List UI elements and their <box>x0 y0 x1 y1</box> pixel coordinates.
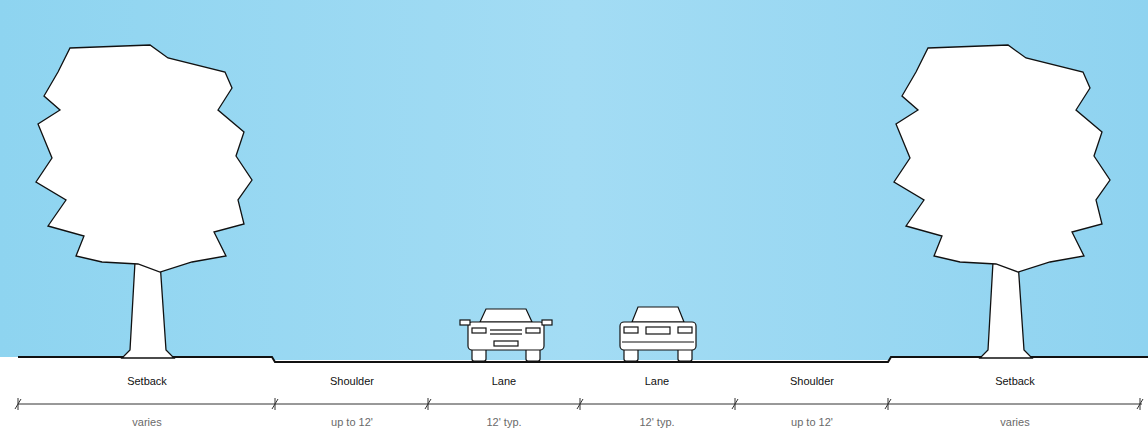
dimension-value: varies <box>1000 416 1029 429</box>
car <box>460 309 552 361</box>
dimension-line <box>15 398 1143 410</box>
ground-line <box>18 357 1148 362</box>
dimension-value: 12' typ. <box>486 416 521 429</box>
ground <box>0 357 1148 429</box>
dimension-value: 12' typ. <box>639 416 674 429</box>
tree <box>36 45 252 358</box>
car <box>620 307 696 361</box>
sky <box>0 0 1148 360</box>
tree <box>894 45 1110 358</box>
section-name: Shoulder <box>790 375 834 388</box>
dimension-value: up to 12' <box>331 416 373 429</box>
section-name: Shoulder <box>330 375 374 388</box>
section-name: Lane <box>492 375 516 388</box>
section-name: Setback <box>127 375 167 388</box>
section-name: Lane <box>645 375 669 388</box>
dimension-value: up to 12' <box>791 416 833 429</box>
dimension-value: varies <box>132 416 161 429</box>
section-name: Setback <box>995 375 1035 388</box>
